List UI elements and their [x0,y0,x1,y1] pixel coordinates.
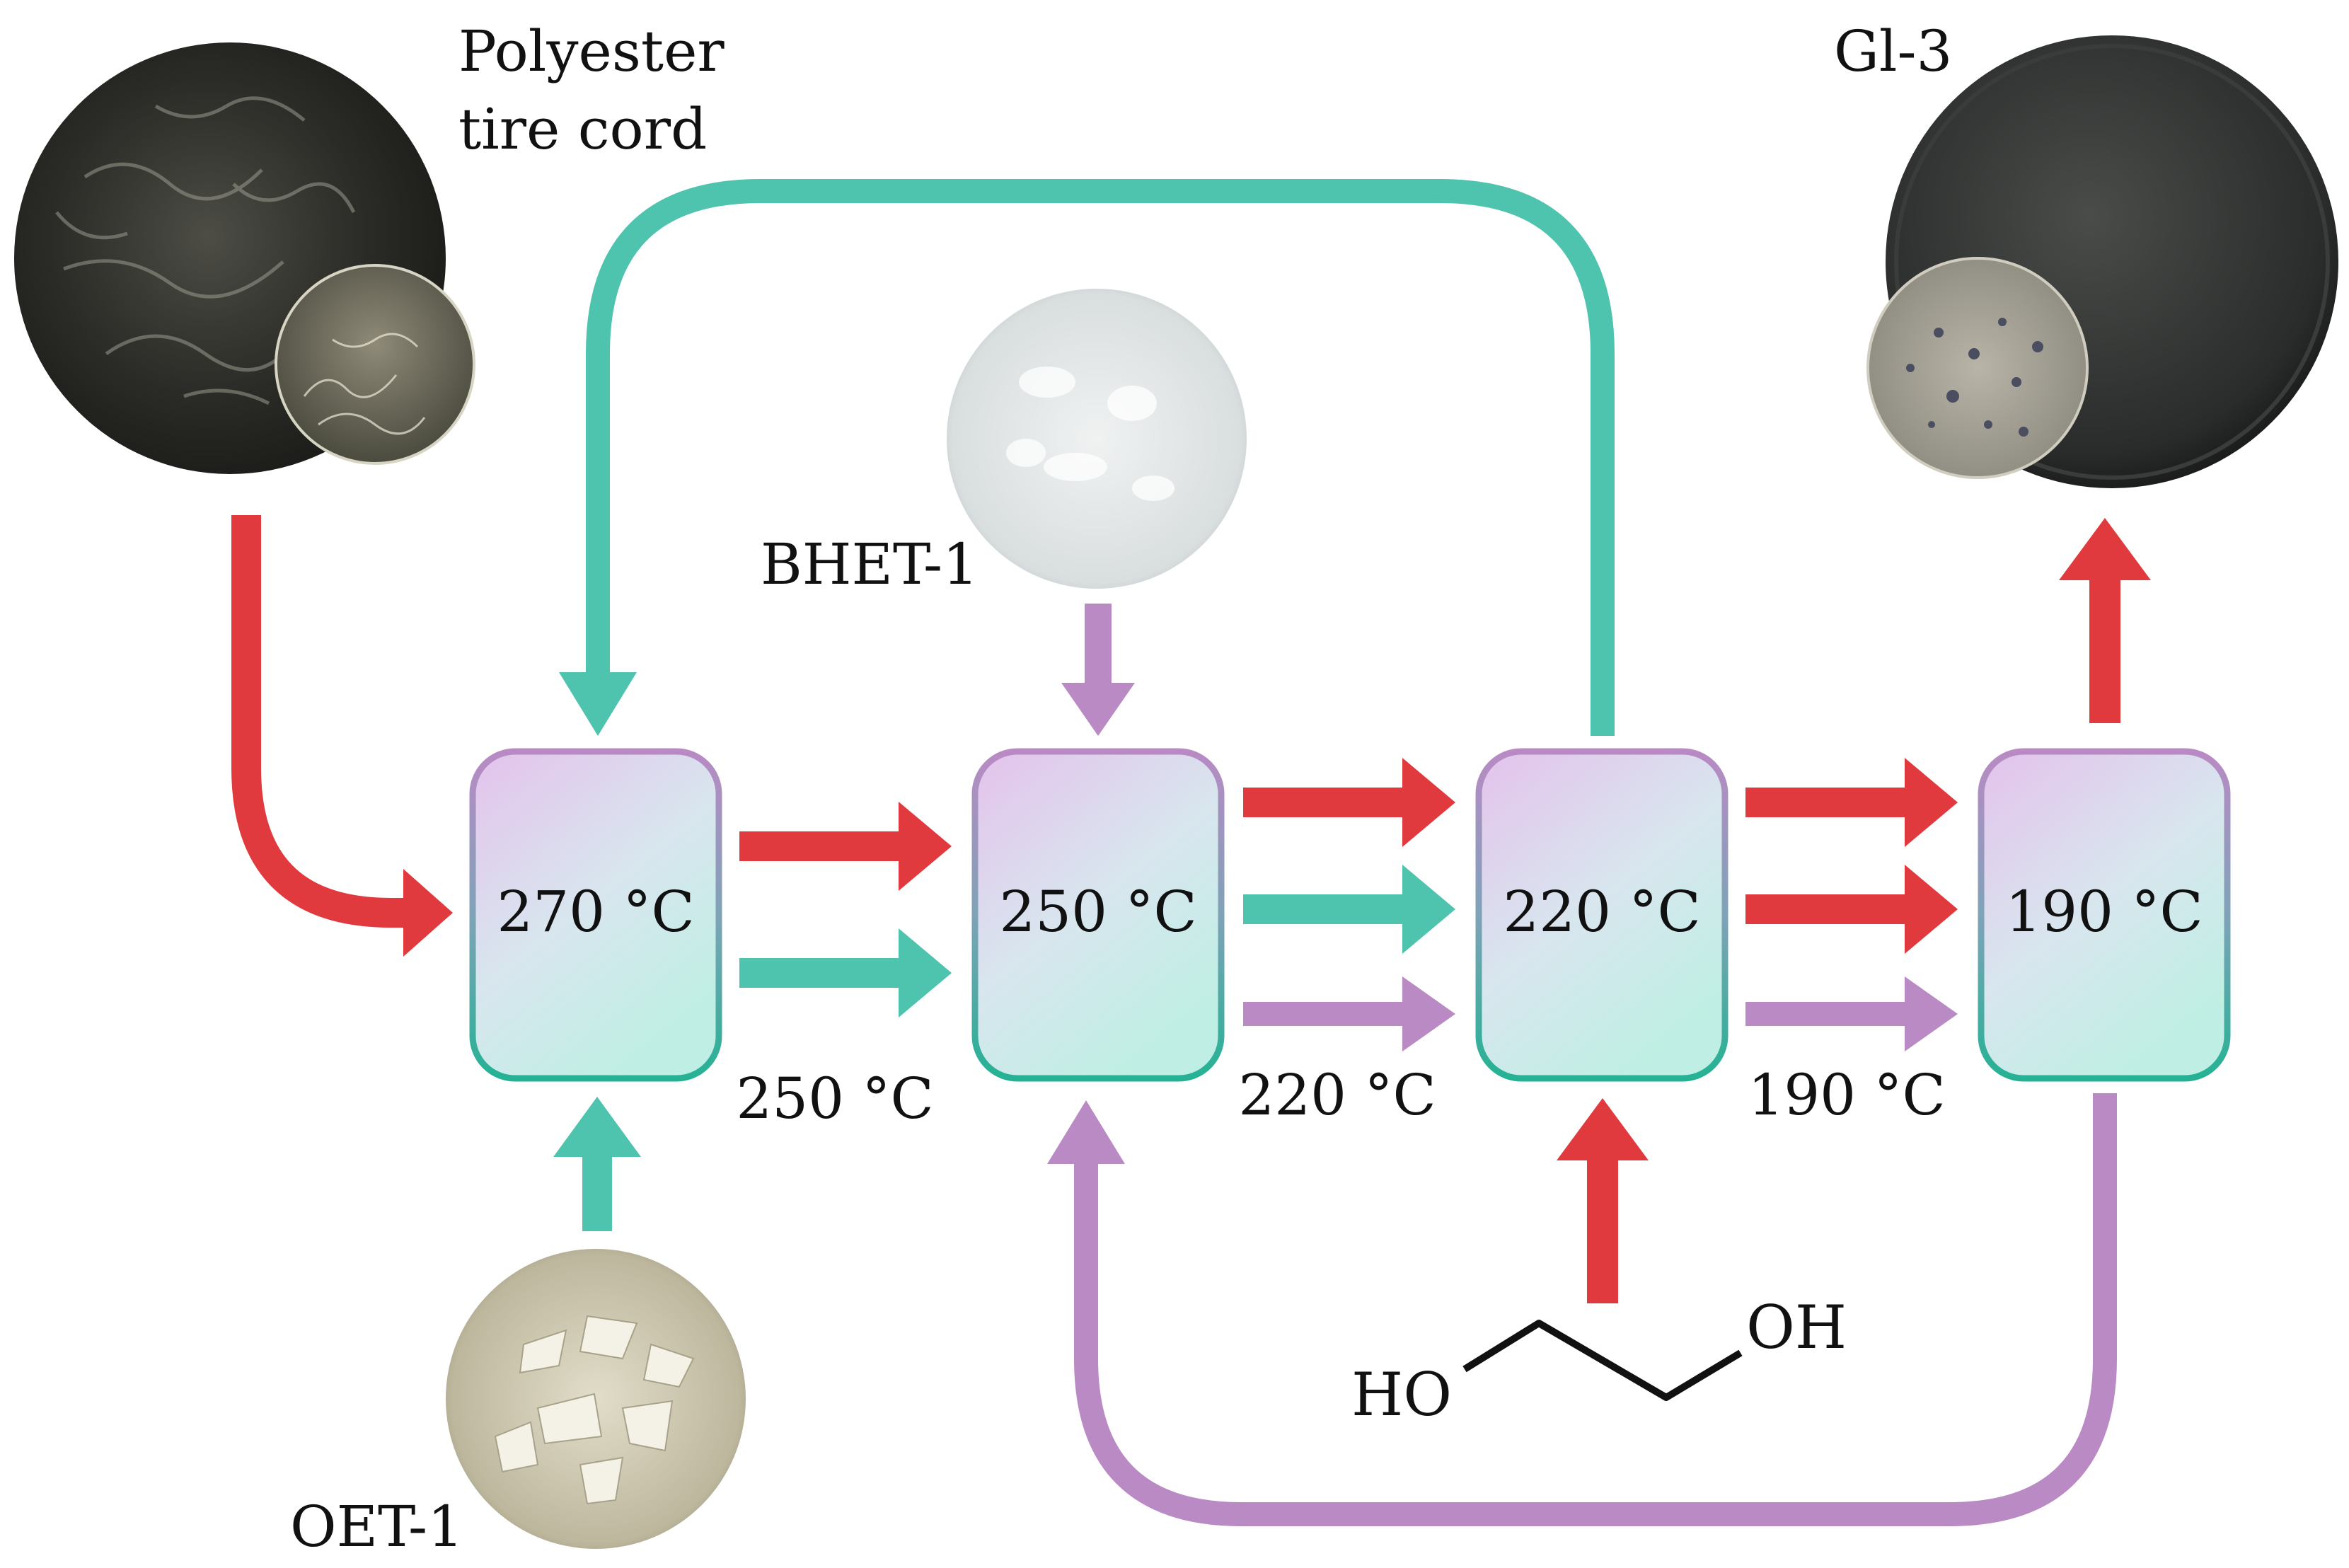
arrow-red-glycol-in [1557,1098,1649,1303]
purple-recycle-loop [1074,1093,2117,1526]
reactor-temp-1: 270 °C [497,879,694,945]
purple-loop-arrowhead [1047,1100,1125,1164]
arrow-purple-3-4 [1745,976,1958,1051]
red-feed-arrowhead [403,869,453,957]
reactor-box-2: 250 °C [971,748,1225,1082]
teal-recycle-loop [586,179,1615,736]
arrow-teal-oet-in [553,1097,641,1231]
gl3-photo [1866,35,2338,488]
label-bhet1: BHET-1 [761,531,979,597]
reactor-box-1: 270 °C [469,748,722,1082]
reactor-box-3: 220 °C [1475,748,1728,1082]
arrow-red-2-3 [1243,758,1455,847]
arrow-purple-2-3 [1243,976,1455,1051]
arrow-teal-2-3 [1243,865,1455,954]
bhet1-photo [947,289,1247,589]
label-oet1: OET-1 [290,1494,463,1560]
temp-label-below-2: 220 °C [1238,1062,1436,1128]
reactor-temp-4: 190 °C [2005,879,2203,945]
arrow-red-product-out [2059,518,2151,723]
reactor-temp-2: 250 °C [999,879,1196,945]
oet1-photo [446,1249,746,1549]
chem-group-right: OH [1746,1293,1847,1362]
teal-loop-arrowhead [559,672,637,736]
arrow-red-3-4a [1745,758,1958,847]
temp-label-below-1: 250 °C [736,1066,933,1131]
label-gl3: Gl-3 [1834,18,1952,84]
polyester-photo [14,42,475,474]
chem-group-left: HO [1351,1360,1452,1429]
reactor-temp-3: 220 °C [1503,879,1700,945]
ethylene-glycol-structure: HO OH [1351,1293,1847,1429]
label-polyester-line2: tire cord [458,96,707,162]
label-polyester-line1: Polyester [458,18,725,84]
arrow-red-1-2 [739,802,952,891]
reactor-box-4: 190 °C [1978,748,2231,1082]
arrow-red-3-4b [1745,865,1958,954]
arrow-teal-1-2 [739,928,952,1018]
temp-label-below-3: 190 °C [1748,1062,1945,1128]
red-feed-arrow-polyester [231,515,410,928]
arrow-purple-bhet-in [1061,604,1135,736]
